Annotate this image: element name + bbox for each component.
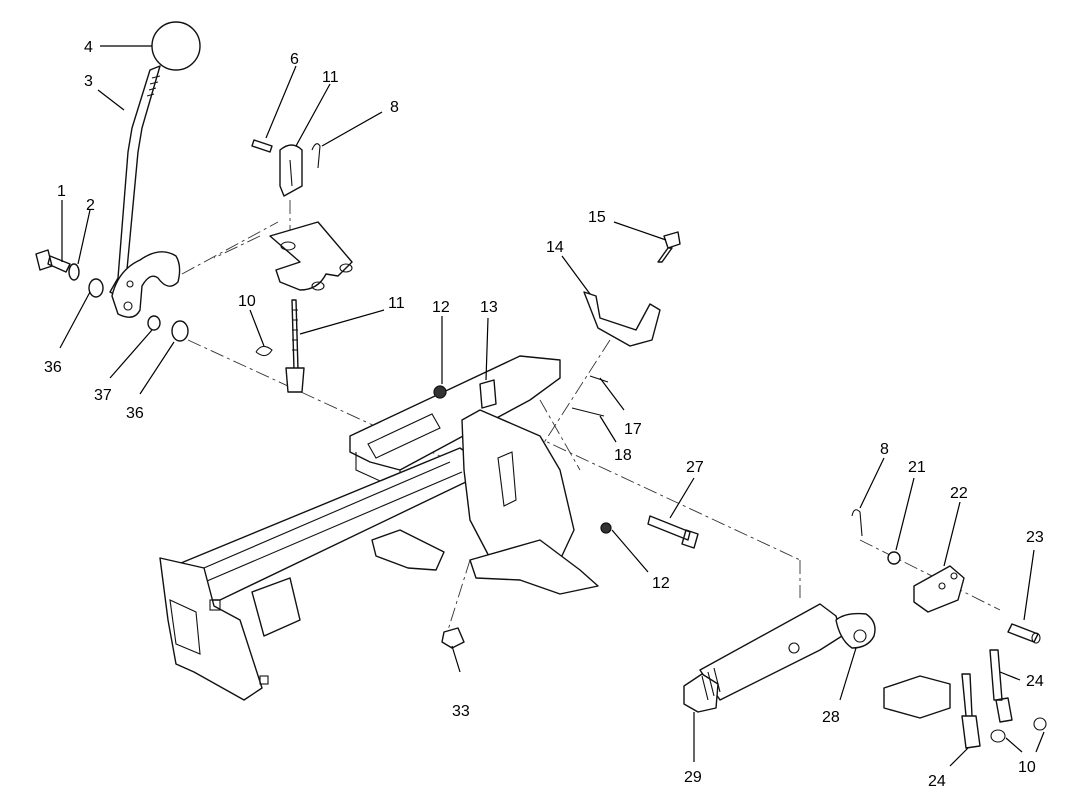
- callout-label: 1: [57, 183, 66, 200]
- callout-label: 13: [480, 299, 498, 316]
- callout-label: 28: [822, 709, 840, 726]
- lever-plate: [111, 251, 181, 318]
- washer-21: [887, 551, 901, 565]
- callout-label: 14: [546, 239, 564, 256]
- upper-rail: [349, 355, 561, 471]
- plate-bracket: [251, 577, 301, 637]
- callout-label: 21: [908, 459, 926, 476]
- callout-label: 3: [84, 73, 93, 90]
- callout-label: 10: [238, 293, 256, 310]
- rod-24b: [961, 673, 981, 749]
- callout-label: 24: [928, 773, 946, 790]
- leader-lines: [59, 45, 1045, 767]
- callout-label: 17: [624, 421, 642, 438]
- callout-label: 24: [1026, 673, 1044, 690]
- shift-rod: [699, 603, 843, 701]
- callout-label: 23: [1026, 529, 1044, 546]
- callout-label: 18: [614, 447, 632, 464]
- callout-label: 33: [452, 703, 470, 720]
- callout-label: 12: [652, 575, 670, 592]
- bracket-22: [913, 565, 965, 613]
- nut-12a: [433, 385, 447, 399]
- shift-arm-assembly: [683, 603, 876, 713]
- nut-33: [441, 627, 465, 649]
- link-plate: [883, 675, 951, 719]
- pin-18: [571, 407, 605, 417]
- callout-label: 11: [322, 69, 339, 86]
- callout-label: 6: [290, 51, 299, 68]
- rod-24a: [989, 649, 1013, 723]
- lower-tab: [371, 529, 445, 571]
- side-plate: [159, 557, 263, 701]
- callout-label: 8: [390, 99, 399, 116]
- callout-label: 27: [686, 459, 704, 476]
- callout-label: 2: [86, 197, 95, 214]
- washer-2: [68, 263, 80, 281]
- callout-label: 36: [126, 405, 144, 422]
- callout-label: 37: [94, 387, 112, 404]
- bolt-27: [647, 515, 699, 549]
- shift-lever-assembly: [35, 21, 201, 342]
- retaining-clip-10a: [255, 345, 273, 357]
- callout-label: 29: [684, 769, 702, 786]
- bushing-37: [147, 315, 161, 331]
- clevis-assembly: [251, 139, 353, 393]
- boss-13: [479, 379, 497, 409]
- clip-10b-2: [1033, 717, 1047, 731]
- arm-28: [835, 612, 876, 649]
- knob: [151, 21, 201, 71]
- guide-plate: [269, 221, 353, 291]
- pin-23: [1007, 623, 1039, 643]
- grip: [683, 673, 719, 713]
- main-frame: [159, 355, 612, 701]
- callout-label: 11: [388, 295, 405, 312]
- callout-label: 22: [950, 485, 968, 502]
- spring-bracket-assembly: [571, 231, 681, 417]
- callout-label: 15: [588, 209, 606, 226]
- callout-label: 8: [880, 441, 889, 458]
- washer-36b: [171, 320, 189, 342]
- cotter-8b: [851, 509, 863, 537]
- center-bracket: [461, 409, 575, 563]
- detent-tab: [469, 539, 599, 595]
- lower-rail: [163, 447, 475, 601]
- nut-12b: [600, 522, 612, 534]
- callout-label: 36: [44, 359, 62, 376]
- bolt-15: [657, 231, 681, 263]
- clip-10b-1: [990, 729, 1006, 743]
- bolt: [35, 249, 71, 273]
- pin-17: [589, 375, 609, 383]
- bracket-14: [583, 291, 661, 347]
- washer-36a: [88, 278, 104, 298]
- cotter-pin: [311, 143, 321, 169]
- pin-6: [251, 139, 273, 153]
- callout-label: 10: [1018, 759, 1036, 776]
- callout-label: 4: [84, 39, 93, 56]
- threaded-tip: [146, 75, 161, 97]
- callout-label: 12: [432, 299, 450, 316]
- rod-end: [285, 367, 305, 393]
- linkage-assembly: [851, 509, 1047, 749]
- callout-labels: 1 2 3 4 6 11 8 36 10 11 37 36 12 13 14 1…: [44, 39, 1044, 790]
